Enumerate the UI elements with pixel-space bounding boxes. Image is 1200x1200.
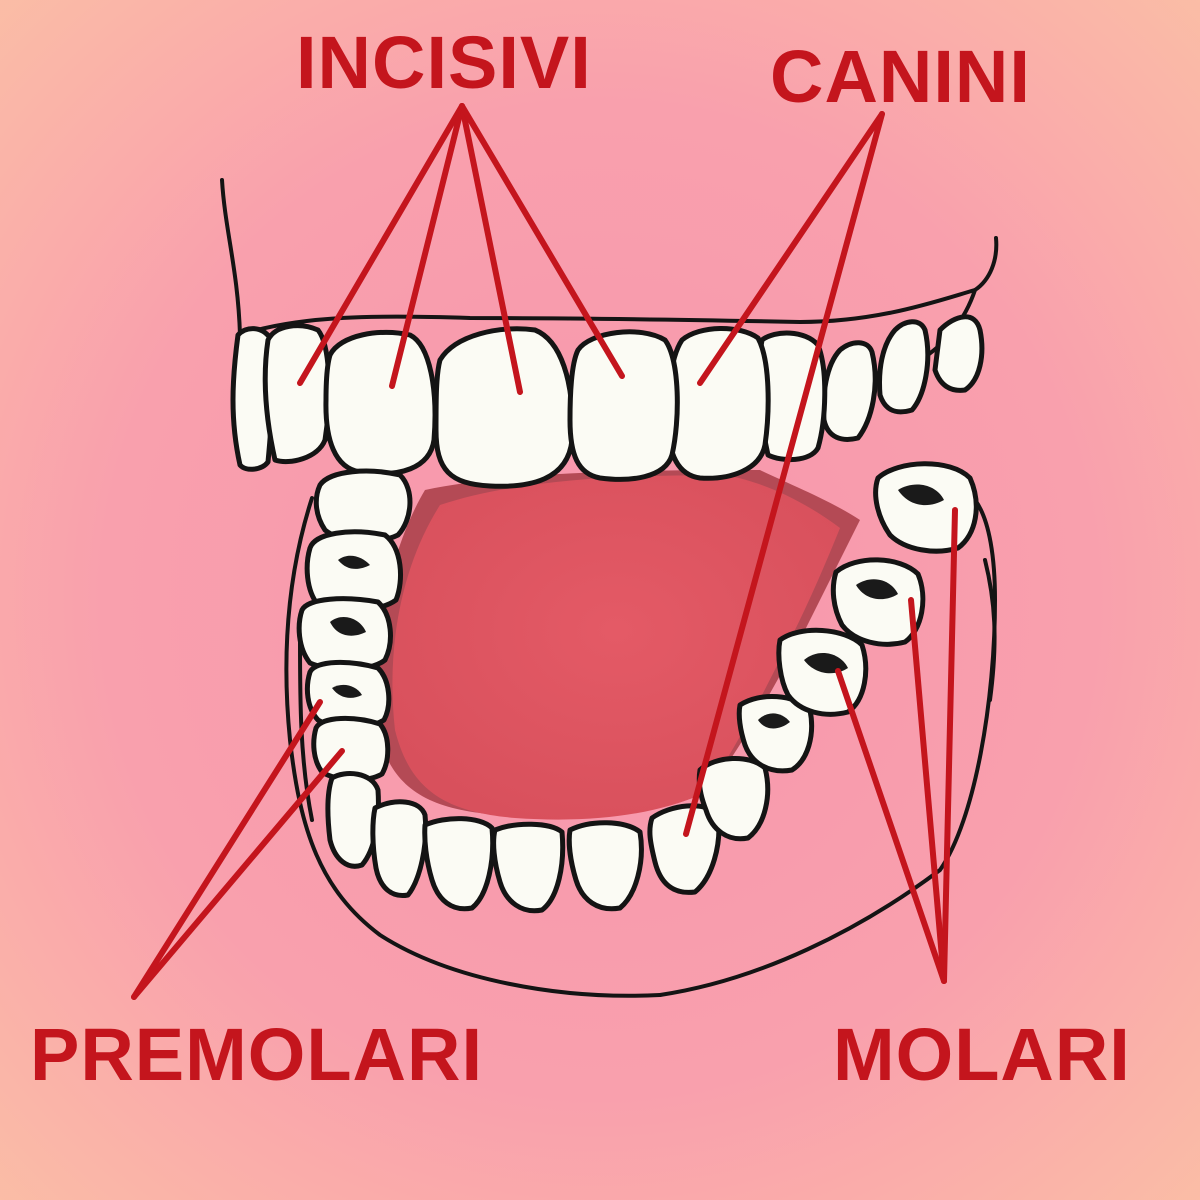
leader-molari-1 <box>941 507 958 984</box>
label-incisivi: INCISIVI <box>296 21 592 104</box>
label-premolari: PREMOLARI <box>30 1013 483 1096</box>
left-back-teeth <box>296 468 413 783</box>
leader-canini-1 <box>697 111 885 386</box>
leader-molari-2 <box>908 597 947 984</box>
leader-incisivi-3 <box>459 103 523 395</box>
leader-incisivi-4 <box>459 103 625 379</box>
leader-incisivi-1 <box>297 103 465 386</box>
leader-canini-2 <box>683 111 885 837</box>
upper-teeth <box>230 314 985 489</box>
label-canini: CANINI <box>770 35 1031 118</box>
lower-teeth <box>325 461 979 914</box>
leader-molari-3 <box>835 668 947 984</box>
leader-premolari-1 <box>131 699 323 1000</box>
leader-premolari-2 <box>131 748 345 1000</box>
leader-incisivi-2 <box>389 103 465 389</box>
label-molari: MOLARI <box>833 1013 1131 1096</box>
leader-lines <box>131 103 958 1000</box>
